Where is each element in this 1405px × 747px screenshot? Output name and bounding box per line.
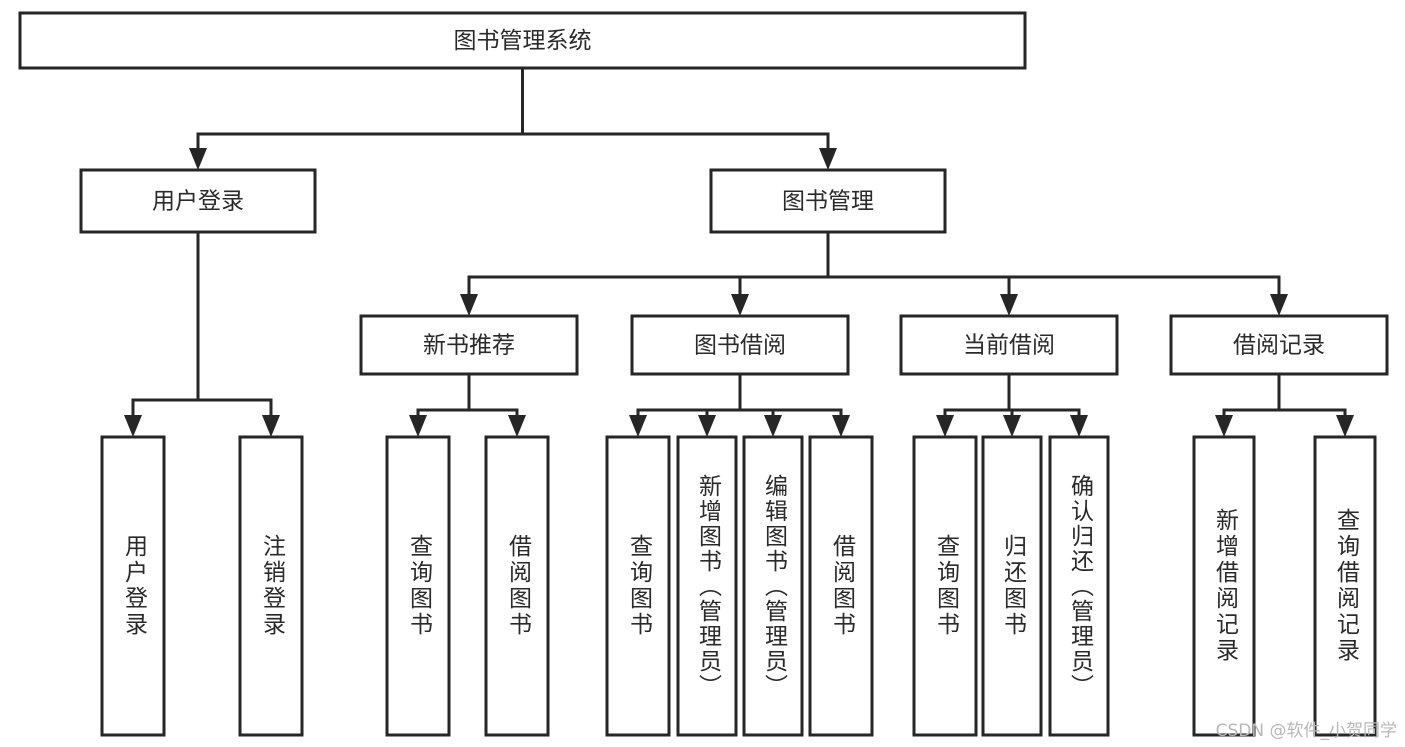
- arrow-head-icon: [1003, 415, 1021, 437]
- node-label-level1-0: 用户登录: [152, 189, 244, 215]
- arrow-head-icon: [764, 415, 782, 437]
- arrow-head-icon: [124, 415, 142, 437]
- watermark-text: CSDN @软件_小贺同学: [1215, 721, 1397, 741]
- connectors-layer: [124, 66, 1354, 437]
- node-root-图书管理系统[interactable]: [18, 11, 1027, 70]
- node-leaf-3[interactable]: [484, 435, 550, 737]
- arrow-head-icon: [1336, 415, 1354, 437]
- arrow-head-icon: [819, 148, 837, 170]
- arrow-head-icon: [731, 294, 749, 316]
- node-leaf-9[interactable]: [981, 435, 1043, 737]
- node-leaf-1[interactable]: [238, 435, 304, 737]
- node-leaf-0[interactable]: [100, 435, 166, 737]
- arrow-head-icon: [409, 415, 427, 437]
- node-leaf-10[interactable]: [1048, 435, 1110, 737]
- arrow-head-icon: [832, 415, 850, 437]
- node-leaf-11[interactable]: [1192, 435, 1256, 737]
- arrow-head-icon: [1215, 415, 1233, 437]
- node-level2-3[interactable]: [1169, 314, 1389, 376]
- node-label-level2-2: 当前借阅: [963, 333, 1055, 359]
- arrow-head-icon: [508, 415, 526, 437]
- arrow-head-icon: [698, 415, 716, 437]
- node-boxes-layer: [18, 11, 1389, 737]
- node-level1-1[interactable]: [709, 168, 947, 234]
- node-label-level2-1: 图书借阅: [694, 333, 786, 359]
- node-leaf-5[interactable]: [676, 435, 738, 737]
- node-label-level1-1: 图书管理: [782, 189, 874, 215]
- arrow-head-icon: [1000, 294, 1018, 316]
- node-level2-0[interactable]: [359, 314, 579, 376]
- arrow-head-icon: [189, 148, 207, 170]
- node-level2-2[interactable]: [899, 314, 1119, 376]
- node-level2-1[interactable]: [630, 314, 850, 376]
- arrow-head-icon: [460, 294, 478, 316]
- node-label-root: 图书管理系统: [454, 28, 592, 54]
- node-leaf-4[interactable]: [605, 435, 671, 737]
- node-leaf-6[interactable]: [742, 435, 804, 737]
- arrow-head-icon: [629, 415, 647, 437]
- node-leaf-8[interactable]: [912, 435, 978, 737]
- arrow-head-icon: [262, 415, 280, 437]
- arrow-head-icon: [1070, 415, 1088, 437]
- arrow-head-icon: [936, 415, 954, 437]
- node-level1-0[interactable]: [79, 168, 317, 234]
- node-label-level2-0: 新书推荐: [423, 333, 515, 359]
- node-leaf-12[interactable]: [1313, 435, 1377, 737]
- node-leaf-2[interactable]: [385, 435, 451, 737]
- arrow-head-icon: [1270, 294, 1288, 316]
- node-leaf-7[interactable]: [808, 435, 874, 737]
- node-label-level2-3: 借阅记录: [1233, 333, 1325, 359]
